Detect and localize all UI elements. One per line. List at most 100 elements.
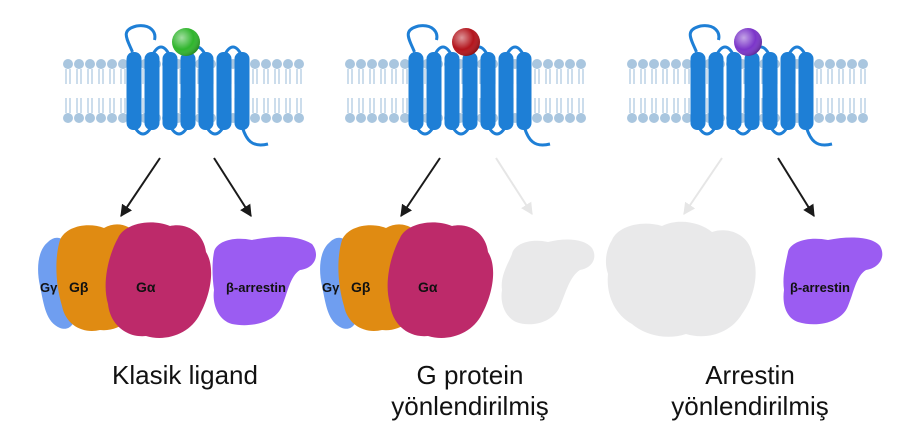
lipid-head xyxy=(378,113,388,123)
lipid-head xyxy=(543,113,553,123)
lipid-head xyxy=(294,59,304,69)
transmembrane-helix xyxy=(498,52,514,130)
transmembrane-helix xyxy=(516,52,532,130)
transmembrane-helix xyxy=(198,52,214,130)
transmembrane-helix xyxy=(234,52,250,130)
lipid-head xyxy=(836,113,846,123)
lipid-head xyxy=(532,113,542,123)
lipid-head xyxy=(858,113,868,123)
lipid-head xyxy=(378,59,388,69)
receptor-3 xyxy=(688,24,833,147)
lipid-head xyxy=(638,113,648,123)
lipid-head xyxy=(847,59,857,69)
lipid-head xyxy=(85,59,95,69)
transmembrane-helix xyxy=(462,52,478,130)
lipid-head xyxy=(272,59,282,69)
lipid-head xyxy=(74,113,84,123)
arrestin-shape-2-faded xyxy=(501,239,595,325)
lipid-head xyxy=(627,113,637,123)
transmembrane-helix xyxy=(762,52,778,130)
transmembrane-helix xyxy=(180,52,196,130)
arrestin-3: β-arrestin xyxy=(783,237,883,325)
arrestin-2-faded xyxy=(501,239,595,325)
caption-3-line-1: Arrestin xyxy=(705,360,795,390)
lipid-head xyxy=(565,113,575,123)
transmembrane-helix xyxy=(216,52,232,130)
lipid-head xyxy=(671,113,681,123)
lipid-head xyxy=(682,113,692,123)
arrow-3-to-arrestin xyxy=(777,157,815,218)
caption-1-line-1: Klasik ligand xyxy=(112,360,258,390)
arrestin-label-1: β-arrestin xyxy=(226,280,286,295)
transmembrane-helix xyxy=(798,52,814,130)
lipid-head xyxy=(627,59,637,69)
g-protein-shape-3-faded xyxy=(605,221,756,337)
lipid-head xyxy=(858,59,868,69)
arrestin-shape-3 xyxy=(783,237,883,325)
lipid-head xyxy=(294,113,304,123)
lipid-head xyxy=(345,59,355,69)
arrestin-label-3: β-arrestin xyxy=(790,280,850,295)
lipid-head xyxy=(389,59,399,69)
lipid-head xyxy=(825,113,835,123)
lipid-head xyxy=(85,113,95,123)
arrestin-1: β-arrestin xyxy=(212,236,316,326)
arrestin-shape-1 xyxy=(212,236,316,326)
transmembrane-helix xyxy=(162,52,178,130)
lipid-head xyxy=(576,113,586,123)
lipid-head xyxy=(825,59,835,69)
transmembrane-helix xyxy=(480,52,496,130)
lipid-head xyxy=(814,59,824,69)
lipid-head xyxy=(118,59,128,69)
g-protein-complex-1: Gγ Gβ Gα xyxy=(38,222,212,338)
lipid-head xyxy=(356,59,366,69)
lipid-head xyxy=(356,113,366,123)
panel-classic-ligand: Gγ Gβ Gα β-arrestin xyxy=(38,24,316,338)
lipid-head xyxy=(682,59,692,69)
g-gamma-label-1: Gγ xyxy=(40,280,58,295)
lipid-head xyxy=(836,59,846,69)
g-beta-label-1: Gβ xyxy=(69,279,89,295)
arrow-3-to-g-protein-faded xyxy=(683,157,723,215)
lipid-head xyxy=(649,113,659,123)
g-protein-complex-3-faded xyxy=(605,221,756,337)
panel-arrestin-biased: β-arrestin xyxy=(605,24,883,337)
lipid-head xyxy=(660,113,670,123)
lipid-head xyxy=(283,59,293,69)
panel-g-protein-biased: Gγ Gβ Gα xyxy=(320,24,595,338)
g-gamma-label-2: Gγ xyxy=(322,280,340,295)
lipid-head xyxy=(345,113,355,123)
lipid-head xyxy=(283,113,293,123)
lipid-head xyxy=(367,59,377,69)
lipid-head xyxy=(250,59,260,69)
g-alpha-label-1: Gα xyxy=(136,279,156,295)
transmembrane-helix xyxy=(426,52,442,130)
lipid-head xyxy=(63,113,73,123)
g-alpha-subunit-1 xyxy=(105,222,212,338)
lipid-head xyxy=(107,113,117,123)
arrow-2-to-arrestin-faded xyxy=(495,157,533,216)
lipid-head xyxy=(847,113,857,123)
caption-2-line-2: yönlendirilmiş xyxy=(391,391,549,421)
lipid-head xyxy=(543,59,553,69)
arrow-1-to-g-protein xyxy=(120,157,161,217)
transmembrane-helix xyxy=(126,52,142,130)
caption-panel-2: G protein yönlendirilmiş xyxy=(360,360,580,422)
lipid-head xyxy=(107,59,117,69)
lipid-head xyxy=(250,113,260,123)
transmembrane-helix xyxy=(708,52,724,130)
lipid-head xyxy=(261,59,271,69)
receptor-2 xyxy=(406,24,551,147)
arrow-2-to-g-protein xyxy=(400,157,441,217)
lipid-head xyxy=(814,113,824,123)
g-beta-label-2: Gβ xyxy=(351,279,371,295)
caption-2-line-1: G protein xyxy=(416,360,524,390)
lipid-head xyxy=(400,113,410,123)
lipid-head xyxy=(272,113,282,123)
lipid-head xyxy=(63,59,73,69)
lipid-head xyxy=(565,59,575,69)
lipid-head xyxy=(660,59,670,69)
lipid-head xyxy=(532,59,542,69)
g-alpha-label-2: Gα xyxy=(418,279,438,295)
transmembrane-helix xyxy=(444,52,460,130)
